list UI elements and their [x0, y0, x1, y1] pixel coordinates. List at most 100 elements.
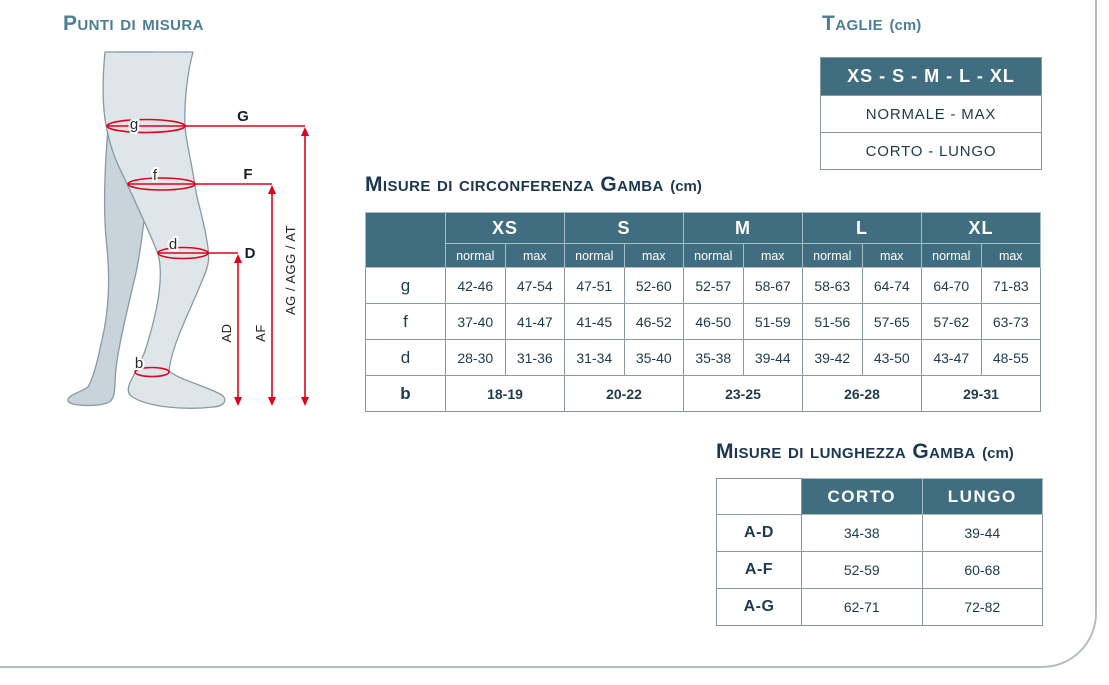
circumference-title: Misure di circonferenza Gamba (cm): [365, 173, 702, 197]
circ-value-cell: 43-47: [921, 339, 982, 376]
table-row: b 18-19 20-22 23-25 26-28 29-31: [365, 375, 1041, 412]
length-arrow-AD: [234, 254, 242, 406]
length-header-corto: CORTO: [801, 478, 923, 515]
front-leg-shape: [102, 51, 226, 409]
length-corner-cell: [716, 478, 802, 515]
length-value-cell: 72-82: [921, 588, 1043, 626]
length-title-text: Misure di lunghezza Gamba: [716, 440, 976, 463]
table-row: A-F 52-59 60-68: [716, 551, 1043, 589]
circ-value-cell: 46-50: [683, 303, 744, 340]
size-header-l: L: [802, 212, 922, 244]
taglie-row-normale-max: NORMALE - MAX: [820, 95, 1042, 133]
length-value-cell: 52-59: [801, 551, 923, 589]
subheader-normal: normal: [445, 243, 506, 268]
table-row: normal max normal max normal max normal …: [366, 243, 1041, 268]
subheader-normal: normal: [683, 243, 744, 268]
circ-value-cell: 31-36: [504, 339, 565, 376]
length-header-lungo: LUNGO: [921, 478, 1043, 515]
point-label-f: f: [153, 167, 158, 184]
subheader-max: max: [623, 243, 684, 268]
circ-value-cell: 31-34: [564, 339, 625, 376]
table-row: g 42-46 47-54 47-51 52-60 52-57 58-67 58…: [365, 267, 1041, 304]
subheader-max: max: [504, 243, 565, 268]
circ-value-cell: 57-62: [921, 303, 982, 340]
point-label-g: g: [130, 116, 138, 133]
size-header-xl: XL: [921, 212, 1041, 244]
circ-value-cell: 64-74: [861, 267, 922, 304]
table-row: XS S M L XL: [365, 212, 1041, 268]
circ-value-cell: 37-40: [445, 303, 506, 340]
row-label-b: b: [365, 375, 446, 412]
table-row: f 37-40 41-47 41-45 46-52 46-50 51-59 51…: [365, 303, 1041, 340]
table-row: XS - S - M - L - XL: [820, 57, 1042, 96]
size-header-xs: XS: [445, 212, 565, 244]
circ-value-cell: 58-67: [742, 267, 803, 304]
circ-value-cell: 23-25: [683, 375, 803, 412]
taglie-row-corto-lungo: CORTO - LUNGO: [820, 132, 1042, 170]
circ-value-cell: 20-22: [564, 375, 684, 412]
length-value-cell: 62-71: [801, 588, 923, 626]
table-row: A-G 62-71 72-82: [716, 588, 1043, 626]
circ-value-cell: 35-38: [683, 339, 744, 376]
circ-value-cell: 35-40: [623, 339, 684, 376]
circ-value-cell: 48-55: [980, 339, 1041, 376]
circ-value-cell: 51-59: [742, 303, 803, 340]
row-label-d: d: [365, 339, 446, 376]
table-row: CORTO - LUNGO: [820, 132, 1042, 170]
length-label-AD: AD: [219, 323, 234, 342]
circ-value-cell: 52-57: [683, 267, 744, 304]
circ-value-cell: 43-50: [861, 339, 922, 376]
circumference-mark-b: [134, 366, 170, 378]
circ-value-cell: 47-54: [504, 267, 565, 304]
taglie-title-text: Taglie: [822, 12, 884, 35]
length-table: CORTO LUNGO A-D 34-38 39-44 A-F 52-59 60…: [716, 478, 1043, 626]
length-value-cell: 60-68: [921, 551, 1043, 589]
circ-value-cell: 41-45: [564, 303, 625, 340]
row-label-a-d: A-D: [716, 514, 802, 552]
length-arrow-AF: [268, 185, 276, 406]
circ-value-cell: 46-52: [623, 303, 684, 340]
length-label-AG-AGG-AT: AG / AGG / AT: [283, 225, 298, 315]
subheader-max: max: [861, 243, 922, 268]
size-header-m: M: [683, 212, 803, 244]
circ-value-cell: 58-63: [802, 267, 863, 304]
circ-value-cell: 42-46: [445, 267, 506, 304]
subheader-normal: normal: [802, 243, 863, 268]
length-value-cell: 34-38: [801, 514, 923, 552]
line-label-G: G: [237, 108, 249, 125]
subheader-max: max: [980, 243, 1041, 268]
length-title-unit: (cm): [982, 445, 1014, 462]
circ-value-cell: 29-31: [921, 375, 1041, 412]
table-row: CORTO LUNGO: [716, 478, 1043, 515]
circ-value-cell: 57-65: [861, 303, 922, 340]
subheader-max: max: [742, 243, 803, 268]
length-title: Misure di lunghezza Gamba (cm): [716, 440, 1014, 464]
table-row: NORMALE - MAX: [820, 95, 1042, 133]
row-label-a-g: A-G: [716, 588, 802, 626]
punti-di-misura-title-text: Punti di misura: [63, 12, 204, 35]
taglie-title: Taglie (cm): [822, 12, 921, 36]
line-label-F: F: [243, 166, 252, 183]
circ-value-cell: 71-83: [980, 267, 1041, 304]
circ-value-cell: 52-60: [623, 267, 684, 304]
leg-measurement-diagram: g f d b G F D AD AF AG / AGG / AT: [67, 51, 309, 409]
circumference-title-unit: (cm): [670, 178, 702, 195]
table-row: d 28-30 31-36 31-34 35-40 35-38 39-44 39…: [365, 339, 1041, 376]
circumference-title-text: Misure di circonferenza Gamba: [365, 173, 664, 196]
length-value-cell: 39-44: [921, 514, 1043, 552]
circ-value-cell: 63-73: [980, 303, 1041, 340]
line-label-D: D: [245, 245, 256, 262]
circ-value-cell: 41-47: [504, 303, 565, 340]
circ-value-cell: 26-28: [802, 375, 922, 412]
row-label-g: g: [365, 267, 446, 304]
length-label-AF: AF: [253, 324, 268, 342]
taglie-title-unit: (cm): [889, 17, 922, 34]
circ-value-cell: 39-44: [742, 339, 803, 376]
circ-value-cell: 51-56: [802, 303, 863, 340]
row-label-f: f: [365, 303, 446, 340]
row-label-a-f: A-F: [716, 551, 802, 589]
taglie-sizes-header: XS - S - M - L - XL: [820, 57, 1042, 96]
circ-value-cell: 47-51: [564, 267, 625, 304]
subheader-normal: normal: [921, 243, 982, 268]
length-arrow-AG: [301, 127, 309, 406]
